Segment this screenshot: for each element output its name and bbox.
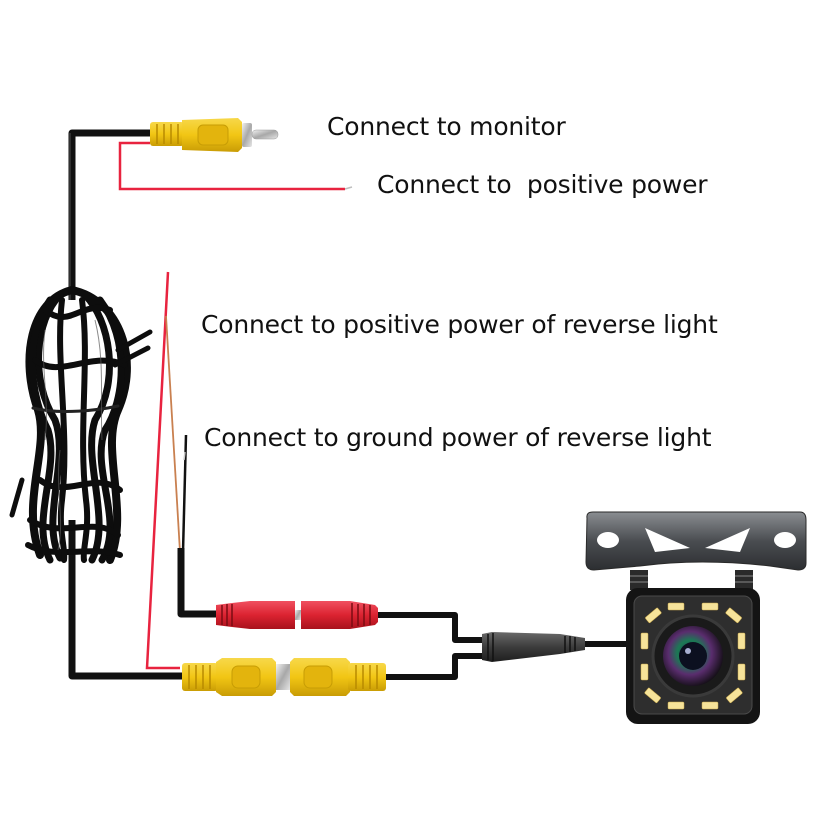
reverse-positive-wire <box>145 271 181 670</box>
video-connector-pair <box>182 658 386 696</box>
camera-bracket <box>585 511 807 590</box>
y-splitter <box>482 632 630 662</box>
power-wire-red <box>118 141 353 191</box>
reverse-wire-cable <box>177 548 218 618</box>
cable-coil <box>9 286 153 564</box>
label-connect-reverse-ground: Connect to ground power of reverse light <box>204 423 712 452</box>
label-connect-reverse-positive: Connect to positive power of reverse lig… <box>201 310 718 339</box>
camera-leds <box>640 602 746 710</box>
reverse-ground-wire <box>181 434 188 553</box>
splitter-feed-cables <box>378 612 490 680</box>
coil-highlights <box>43 319 103 551</box>
camera <box>626 588 760 724</box>
main-cable <box>68 129 185 680</box>
label-connect-monitor: Connect to monitor <box>327 112 566 141</box>
power-connector-pair <box>216 601 378 629</box>
label-connect-positive-power: Connect to positive power <box>377 170 708 199</box>
video-out-rca-plug <box>150 118 279 152</box>
